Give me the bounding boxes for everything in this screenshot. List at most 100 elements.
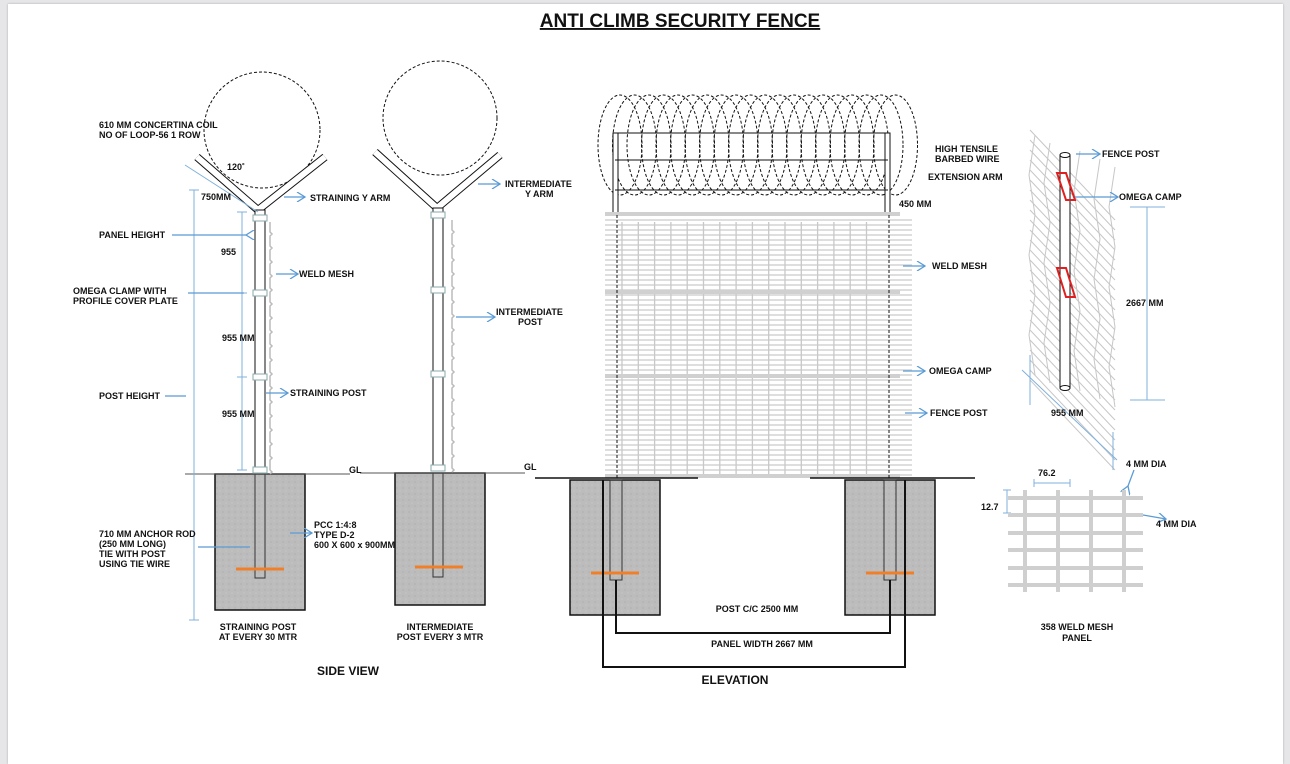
label-ground-level: GL <box>349 465 362 475</box>
intermediate-post <box>432 207 444 471</box>
coil-loop <box>597 94 643 196</box>
coil-loop <box>612 94 657 196</box>
label-panel-width: PANEL WIDTH 2667 MM <box>711 639 813 649</box>
mesh-diagonal <box>1029 129 1116 221</box>
coil-loop <box>655 94 701 196</box>
mesh-diagonal <box>1029 349 1116 441</box>
mesh-diagonal <box>1029 359 1116 451</box>
label-panel-height: PANEL HEIGHT <box>99 230 166 240</box>
straining-post <box>254 209 266 471</box>
label-omega-clamp: OMEGA CLAMP WITH <box>73 286 167 296</box>
label-straining-post: STRAINING POST <box>290 388 367 398</box>
label-pcc-size: 600 X 600 x 900MM <box>314 540 395 550</box>
label-concertina: 610 MM CONCERTINA COIL <box>99 120 218 130</box>
omega-clamp <box>430 370 446 378</box>
label-fence-post: FENCE POST <box>930 408 988 418</box>
label-anchor-rod-4: USING TIE WIRE <box>99 559 170 569</box>
detail-caption-2: PANEL <box>1062 633 1092 643</box>
label-pcc: PCC 1:4:8 <box>314 520 357 530</box>
omega-clamp <box>430 211 446 219</box>
diagonal-mesh-panel <box>1028 129 1116 471</box>
caption-straining-post-2: AT EVERY 30 MTR <box>219 632 298 642</box>
label-angle: 120˚ <box>227 162 245 172</box>
label-wire-dia: 4 MM DIA <box>1126 459 1167 469</box>
weld-mesh-panel <box>605 212 912 478</box>
mesh-vertical <box>1093 158 1101 400</box>
weld-mesh-grid <box>1008 490 1143 592</box>
coil-loop <box>713 94 759 196</box>
mesh-diagonal <box>1029 329 1116 421</box>
label-concertina-loops: NO OF LOOP-56 1 ROW <box>99 130 201 140</box>
label-pcc-type: TYPE D-2 <box>314 530 355 540</box>
mesh-diagonal <box>1029 319 1116 411</box>
coil-loop <box>699 94 744 196</box>
coil-loop <box>829 94 875 196</box>
coil-loop <box>873 94 918 196</box>
label-weld-mesh: WELD MESH <box>299 269 354 279</box>
label-wire-dia-2: 4 MM DIA <box>1156 519 1197 529</box>
mesh-diagonal <box>1029 269 1116 361</box>
coil-loop <box>670 94 715 196</box>
post-cc-dimension <box>615 580 891 634</box>
side-view-labels: 610 MM CONCERTINA COIL NO OF LOOP-56 1 R… <box>73 120 572 678</box>
fence-post-tube <box>1059 154 1071 389</box>
omega-clamp-marks <box>1055 172 1077 298</box>
mesh-vertical <box>1028 134 1036 376</box>
mesh-vertical <box>1108 166 1116 408</box>
concertina-coil <box>203 71 321 189</box>
label-dim-450: 450 MM <box>899 199 932 209</box>
label-weld-mesh: WELD MESH <box>932 261 987 271</box>
label-barbed-wire-2: BARBED WIRE <box>935 154 1000 164</box>
elevation-caption: ELEVATION <box>702 673 769 687</box>
caption-straining-post: STRAINING POST <box>220 622 297 632</box>
concertina-coil-loops <box>597 94 918 196</box>
coil-loop <box>757 94 802 196</box>
label-intermediate-post: INTERMEDIATE <box>496 307 563 317</box>
omega-clamp <box>252 289 268 297</box>
label-omega-camp: OMEGA CAMP <box>1119 192 1182 202</box>
label-barbed-wire: HIGH TENSILE <box>935 144 998 154</box>
coil-loop <box>815 94 860 196</box>
coil-loop <box>786 94 831 196</box>
label-dim-955-mm-2: 955 MM <box>222 409 255 419</box>
label-dim-2667: 2667 MM <box>1126 298 1164 308</box>
drawing-title: ANTI CLIMB SECURITY FENCE <box>540 11 820 32</box>
mesh-diagonal <box>1029 379 1116 471</box>
label-dim-955-mm: 955 MM <box>222 333 255 343</box>
mesh-diagonal <box>1029 229 1116 321</box>
mesh-diagonal <box>1029 179 1116 271</box>
mesh-diagonal <box>1029 209 1116 301</box>
omega-clamp <box>252 466 268 474</box>
label-spacing-v: 12.7 <box>981 502 999 512</box>
mesh-diagonal <box>1029 299 1116 391</box>
label-post-height: POST HEIGHT <box>99 391 161 401</box>
coil-loop <box>742 94 788 196</box>
label-anchor-rod-2: (250 MM LONG) <box>99 539 166 549</box>
weld-mesh-edge <box>269 222 274 475</box>
label-intermediate-y-arm-2: Y ARM <box>525 189 554 199</box>
mesh-diagonal <box>1029 249 1116 341</box>
intermediate-post-assembly <box>360 60 525 606</box>
omega-clamp <box>430 464 446 472</box>
omega-band <box>605 374 900 378</box>
label-omega-clamp-2: PROFILE COVER PLATE <box>73 296 178 306</box>
omega-clamp <box>252 373 268 381</box>
intermediate-y-arm <box>372 149 503 214</box>
mesh-diagonal <box>1029 279 1116 371</box>
coil-loop <box>641 94 686 196</box>
mesh-vertical <box>1043 142 1051 384</box>
label-intermediate-post-2: POST <box>518 317 543 327</box>
straining-post-assembly <box>184 71 350 621</box>
coil-loop <box>728 94 773 196</box>
side-view-caption: SIDE VIEW <box>317 664 380 678</box>
coil-loop <box>858 94 904 196</box>
concrete-footing <box>214 473 306 611</box>
detail-caption: 358 WELD MESH <box>1041 622 1114 632</box>
omega-clamp <box>252 214 268 222</box>
mesh-diagonal <box>1029 339 1116 431</box>
label-spacing-h: 76.2 <box>1038 468 1056 478</box>
coil-loop <box>800 94 846 196</box>
label-fence-post: FENCE POST <box>1102 149 1160 159</box>
mesh-diagonal <box>1029 289 1116 381</box>
